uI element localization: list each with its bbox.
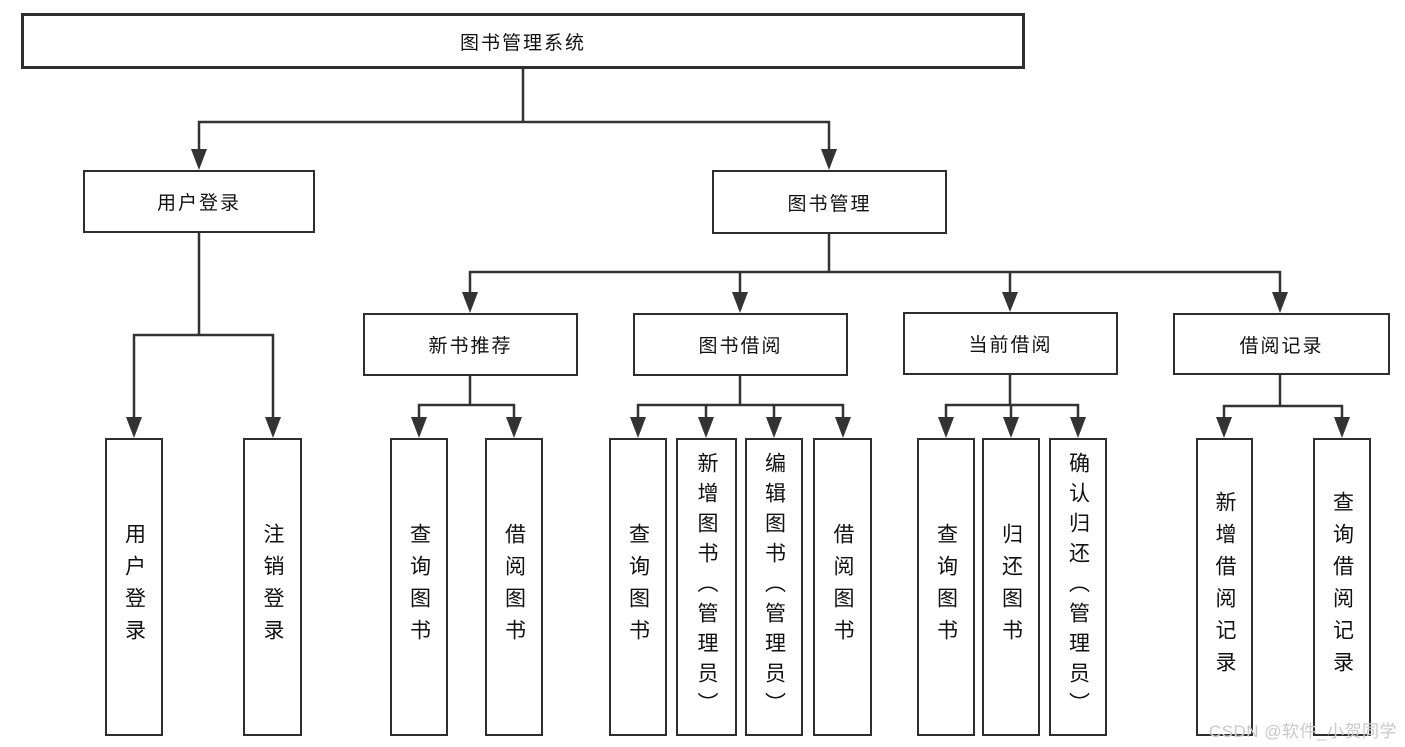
- node-new-book-recommend: 新书推荐: [363, 313, 578, 376]
- node-user-login-label: 用户登录: [156, 193, 241, 214]
- leaf-record-query: 查询借阅记录: [1313, 438, 1371, 736]
- node-root-label: 图书管理系统: [459, 32, 586, 54]
- leaf-borrow-add: 新增图书（管理员）: [676, 438, 737, 736]
- leaf-current-query-label: 查询图书: [934, 523, 958, 651]
- leaf-borrow-borrow: 借阅图书: [813, 438, 872, 736]
- leaf-borrow-borrow-label: 借阅图书: [831, 523, 854, 651]
- node-root: 图书管理系统: [21, 13, 1025, 69]
- leaf-borrow-query: 查询图书: [609, 438, 667, 736]
- leaf-logout: 注销登录: [243, 438, 302, 736]
- leaf-borrow-edit: 编辑图书（管理员）: [745, 438, 803, 736]
- leaf-user-login-label: 用户登录: [122, 523, 146, 651]
- node-borrow-record-label: 借阅记录: [1239, 335, 1324, 357]
- leaf-newbook-query: 查询图书: [390, 438, 448, 736]
- node-new-book-recommend-label: 新书推荐: [428, 336, 513, 357]
- arrowhead-group: [126, 149, 1350, 438]
- leaf-current-return: 归还图书: [982, 438, 1040, 736]
- leaf-current-confirm-label: 确认归还（管理员）: [1066, 452, 1090, 722]
- node-current-borrow-label: 当前借阅: [968, 335, 1053, 356]
- leaf-record-add: 新增借阅记录: [1196, 438, 1253, 736]
- leaf-borrow-add-label: 新增图书（管理员）: [695, 452, 718, 722]
- node-user-login: 用户登录: [83, 170, 315, 233]
- leaf-newbook-borrow: 借阅图书: [485, 438, 543, 736]
- leaf-record-add-label: 新增借阅记录: [1213, 491, 1236, 683]
- watermark: CSDN @软件_小贺同学: [1208, 722, 1397, 741]
- node-book-borrow-label: 图书借阅: [698, 336, 783, 357]
- node-current-borrow: 当前借阅: [903, 312, 1118, 375]
- node-book-management: 图书管理: [712, 170, 947, 234]
- leaf-newbook-borrow-label: 借阅图书: [502, 523, 526, 651]
- node-book-borrow: 图书借阅: [633, 313, 848, 376]
- leaf-logout-label: 注销登录: [261, 523, 284, 651]
- leaf-current-query: 查询图书: [917, 438, 975, 736]
- leaf-current-confirm: 确认归还（管理员）: [1049, 438, 1107, 736]
- leaf-borrow-query-label: 查询图书: [626, 523, 650, 651]
- leaf-borrow-edit-label: 编辑图书（管理员）: [762, 452, 786, 722]
- leaf-user-login: 用户登录: [105, 438, 163, 736]
- leaf-current-return-label: 归还图书: [999, 523, 1023, 651]
- leaf-record-query-label: 查询借阅记录: [1330, 491, 1354, 683]
- node-borrow-record: 借阅记录: [1173, 313, 1390, 375]
- leaf-newbook-query-label: 查询图书: [407, 523, 431, 651]
- node-book-management-label: 图书管理: [787, 193, 872, 215]
